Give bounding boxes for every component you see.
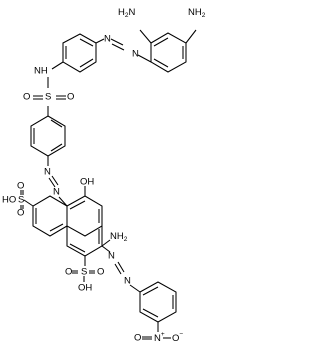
sulfonic-left-ho: HO	[2, 195, 16, 206]
azo-mid-n1: N	[44, 167, 51, 178]
nh2-right-label: NH2	[188, 7, 206, 19]
nh2-lower-label: NH2	[110, 231, 128, 243]
azo-top-n2: N	[104, 34, 111, 45]
azo-lower-n1: N	[108, 251, 115, 262]
azo-top-n1: N	[132, 49, 139, 60]
chemical-structure-diagram: H2N NH2 N N NH O S O N N OH HO S O O NH2…	[2, 7, 206, 344]
sulfonic-left-o-top: O	[17, 181, 24, 192]
sulfonic-left-s: S	[18, 195, 24, 206]
sulfonyl-s: S	[45, 92, 51, 103]
nitro-o-left: O	[134, 333, 141, 344]
group-bonds	[20, 190, 171, 340]
azo-lower-n2: N	[124, 276, 131, 287]
nitro-n: N+	[154, 331, 165, 344]
sulfonyl-o-right: O	[67, 92, 74, 103]
sulfonic-right-oh: OH	[78, 283, 92, 294]
atom-labels: H2N NH2 N N NH O S O N N OH HO S O O NH2…	[2, 7, 206, 344]
sulfonic-right-o-left: O	[65, 267, 72, 278]
azo-mid-n2: N	[53, 187, 60, 198]
sulfonic-left-o-bottom: O	[17, 208, 24, 219]
sulfonic-right-o-right: O	[97, 267, 104, 278]
nh2-left-label: H2N	[118, 7, 136, 19]
bond-lines	[23, 29, 197, 332]
hydroxyl-label: OH	[80, 177, 94, 188]
sulfonyl-o-left: O	[23, 92, 30, 103]
nitro-o-right: O−	[172, 331, 183, 344]
amide-nh-label: NH	[34, 66, 48, 77]
sulfonic-right-s: S	[81, 267, 87, 278]
